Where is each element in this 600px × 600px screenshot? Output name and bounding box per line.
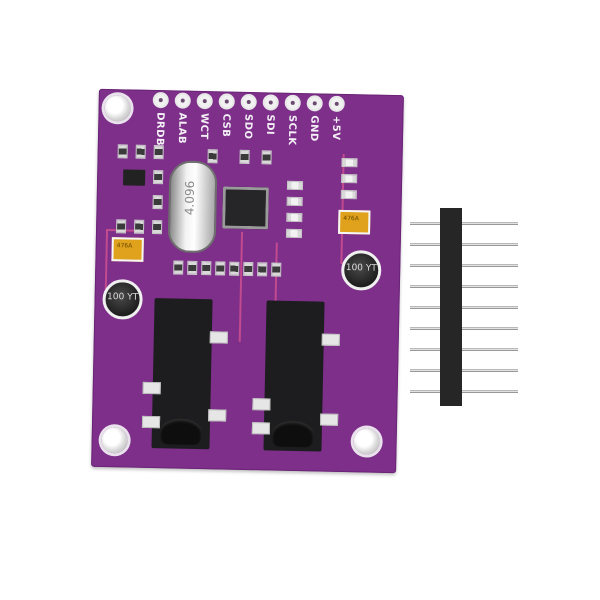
jack-solder-tab [319,413,339,426]
pin-pad [176,94,189,107]
tantalum-capacitor-right: 476A [338,209,371,235]
smd-component [201,261,212,276]
header-plastic-body [440,208,462,406]
pin-pad [308,97,321,110]
mounting-hole-top-left [104,94,131,122]
mounting-hole-bottom-right [353,428,380,455]
pin-pad [264,96,277,109]
smd-component [207,149,218,164]
smd-component [173,260,184,275]
jack-solder-tab [209,331,228,344]
pcb-trace [238,231,244,342]
pin-label-alab: ALAB [175,112,188,145]
pin-pad [198,94,211,108]
pin-label-wct: WCT [197,112,210,140]
smd-component [286,180,304,191]
pin-label-5v: +5V [329,115,342,141]
header-pin [410,264,518,267]
jack-solder-tab [142,381,161,395]
pin-row: DRDB ALAB WCT CSB SDO SDI SCLK GND +5V [99,89,404,146]
sot23-regulator-chip [122,169,146,186]
pin-pad [330,97,343,110]
smd-component [115,219,127,234]
header-pin [410,306,518,309]
pin-label-gnd: GND [307,115,320,142]
smd-component [229,261,240,276]
smd-component [257,262,268,277]
smd-component [286,196,303,207]
smd-component [133,219,145,234]
mounting-hole-bottom-left [101,426,128,454]
header-pin [410,243,518,246]
pin-pad [154,94,167,107]
pin-pad [286,96,299,110]
smd-component [271,262,282,277]
audio-jack-left [151,298,213,450]
pin-label-sdi: SDI [264,114,276,136]
jack-solder-tab [321,333,340,346]
audio-jack-right [263,300,325,452]
smd-component [285,228,303,239]
crystal-oscillator: 4.096 [167,160,218,254]
jack-socket [159,418,203,446]
pin-pad [242,95,255,109]
codec-ic-chip [222,186,269,230]
header-pin [410,222,518,225]
smd-component [153,170,164,185]
jack-socket [271,420,315,448]
inductor-left: 100 YT [102,278,144,320]
pin-label-sclk: SCLK [285,114,298,146]
male-pin-header-9pin [410,208,520,406]
pin-label-drdb: DRDB [153,112,166,147]
jack-solder-tab [251,422,271,435]
jack-solder-tab [252,398,271,411]
smd-component [152,194,163,210]
smd-component [135,144,146,159]
header-pin [410,369,518,372]
tantalum-capacitor-left: 476A [111,237,144,262]
smd-component [151,219,163,235]
smd-component [261,150,272,165]
pcb-board: DRDB ALAB WCT CSB SDO SDI SCLK GND +5V [91,88,404,474]
header-pin [410,327,518,330]
smd-component [341,173,358,184]
smd-component [341,157,358,168]
smd-component [340,189,357,200]
smd-component [153,145,164,160]
jack-solder-tab [141,415,161,429]
pin-pad [220,95,233,108]
smd-component [215,261,226,276]
pin-label-sdo: SDO [241,113,254,140]
smd-component [239,149,250,165]
inductor-right: 100 YT [340,249,382,291]
header-pin [410,390,518,393]
pin-label-csb: CSB [220,113,232,138]
smd-component [117,144,128,159]
crystal-marking: 4.096 [182,180,198,216]
jack-solder-tab [208,409,227,422]
smd-component [187,260,198,275]
header-pin [410,285,518,288]
smd-component [286,212,303,223]
header-pin [410,348,518,351]
smd-component [243,261,254,277]
